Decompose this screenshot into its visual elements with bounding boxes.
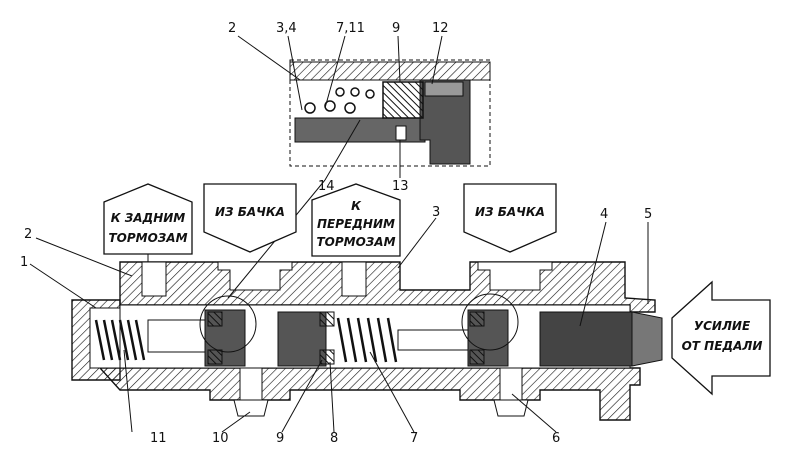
callout-detail-12: 12 [432, 21, 449, 36]
callout-11: 11 [150, 431, 167, 446]
detail-callouts: 2 3,4 7,11 9 12 14 13 [228, 21, 449, 194]
primary-seal-bottom [469, 349, 485, 365]
main-section [71, 179, 663, 421]
detail-spring [304, 87, 375, 114]
callout-7: 7 [410, 431, 418, 446]
label-front-brakes: К ПЕРЕДНИМ ТОРМОЗАМ [311, 183, 401, 257]
detail-body-right [419, 79, 471, 165]
bleed-screw-left [233, 367, 269, 417]
callout-2: 2 [24, 227, 32, 242]
detail-leaders [237, 35, 443, 181]
rear-seal-top [207, 311, 223, 327]
callout-3: 3 [432, 205, 440, 220]
spring-guide [397, 329, 469, 351]
label-pedal-line2: ОТ ПЕДАЛИ [682, 339, 763, 353]
detail-seal [382, 81, 424, 119]
main-leaders [29, 217, 649, 433]
label-tank-left: ИЗ БАЧКА [203, 183, 297, 253]
label-front-line3: ТОРМОЗАМ [316, 235, 395, 249]
callout-detail-13: 13 [392, 179, 409, 194]
rear-spring [94, 319, 146, 361]
primary-piston [539, 311, 633, 367]
callout-detail-3-4: 3,4 [276, 21, 297, 36]
front-seal-bottom [319, 349, 335, 365]
detail-circle-right [461, 293, 519, 351]
detail-circle-left [199, 295, 257, 353]
detail-housing-top [289, 61, 491, 81]
primary-seal-top [469, 311, 485, 327]
outlet-port-front [341, 261, 367, 297]
front-seal-top [319, 311, 335, 327]
front-piston [277, 311, 327, 367]
pushrod-seat [631, 311, 663, 367]
callout-detail-2: 2 [228, 21, 236, 36]
callout-detail-9: 9 [392, 21, 400, 36]
callout-9: 9 [276, 431, 284, 446]
callout-10: 10 [212, 431, 229, 446]
callout-8: 8 [330, 431, 338, 446]
tank-port-left [217, 261, 293, 291]
callout-5: 5 [644, 207, 652, 222]
label-tank-right: ИЗ БАЧКА [463, 183, 557, 253]
label-pedal-force: УСИЛИЕ ОТ ПЕДАЛИ [671, 280, 771, 396]
callout-1: 1 [20, 255, 28, 270]
rear-seal-bottom [207, 349, 223, 365]
label-rear-line2: ТОРМОЗАМ [108, 231, 187, 245]
detail-inset: 2 3,4 7,11 9 12 14 13 [228, 21, 491, 194]
callout-4: 4 [600, 207, 608, 222]
callout-detail-14: 14 [318, 179, 335, 194]
tank-port-right [477, 261, 553, 291]
label-tank-left-text: ИЗ БАЧКА [215, 205, 285, 219]
callout-detail-7-11: 7,11 [336, 21, 365, 36]
label-front-line1: К [351, 199, 362, 213]
front-spring [336, 317, 398, 363]
main-callouts: 2 1 3 4 5 11 10 9 8 7 6 [20, 205, 652, 446]
label-front-line2: ПЕРЕДНИМ [317, 217, 395, 231]
label-rear-brakes: К ЗАДНИМ ТОРМОЗАМ [103, 183, 193, 262]
label-rear-line1: К ЗАДНИМ [111, 211, 186, 225]
label-pedal-line1: УСИЛИЕ [694, 319, 751, 333]
callout-6: 6 [552, 431, 560, 446]
housing-lower [98, 367, 641, 421]
outlet-port-rear [141, 261, 167, 297]
detail-vent [395, 125, 407, 141]
bleed-screw-right [493, 367, 529, 417]
rear-piston [147, 319, 209, 353]
detail-frame [289, 59, 491, 167]
detail-ring [424, 81, 464, 97]
label-tank-right-text: ИЗ БАЧКА [475, 205, 545, 219]
